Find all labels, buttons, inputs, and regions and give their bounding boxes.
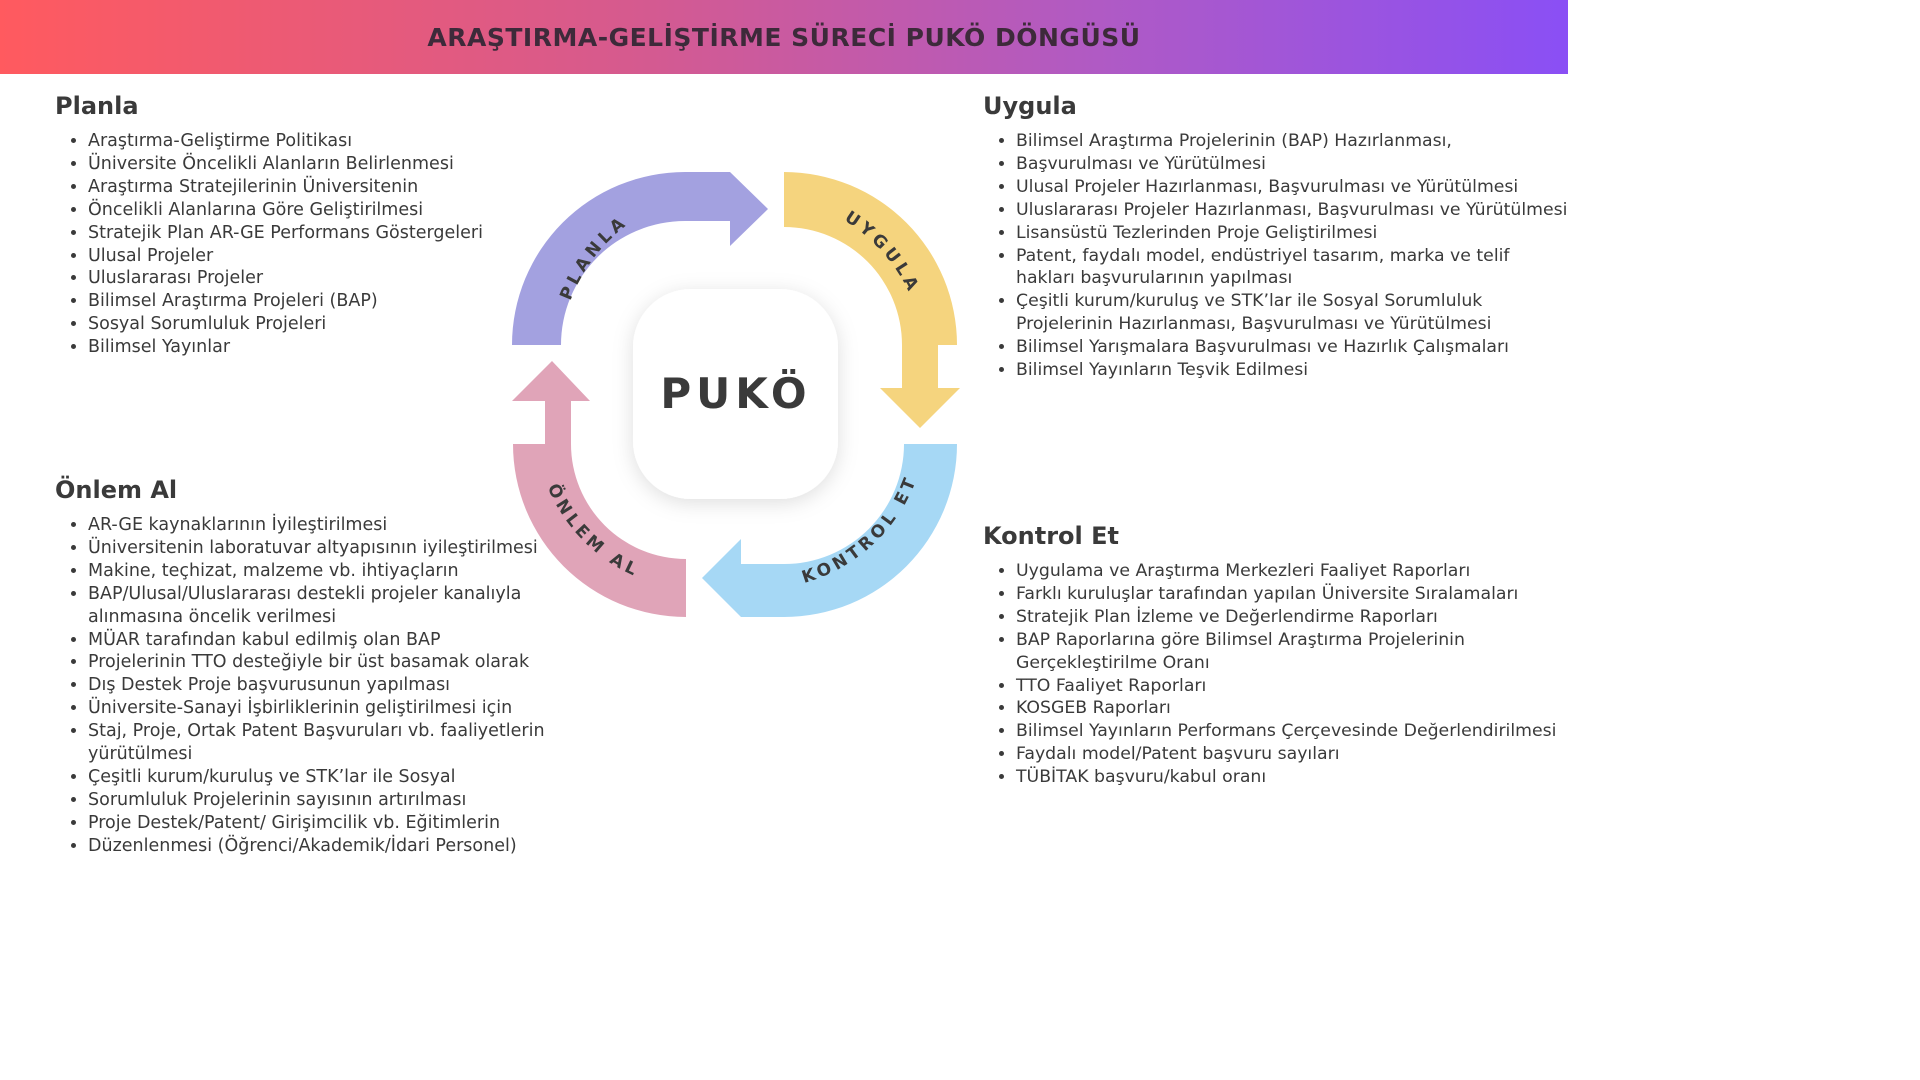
list-item: Stratejik Plan İzleme ve Değerlendirme R…	[1016, 606, 1568, 629]
uygula-section: Uygula Bilimsel Araştırma Projelerinin (…	[983, 92, 1568, 382]
list-item: Ulusal Projeler	[88, 245, 525, 268]
list-item: Araştırma Stratejilerinin Üniversitenin	[88, 176, 525, 199]
list-item: MÜAR tarafından kabul edilmiş olan BAP	[88, 629, 595, 652]
list-item: Farklı kuruluşlar tarafından yapılan Üni…	[1016, 583, 1568, 606]
list-item: Öncelikli Alanlarına Göre Geliştirilmesi	[88, 199, 525, 222]
list-item: Çeşitli kurum/kuruluş ve STK’lar ile Sos…	[88, 766, 595, 789]
list-item: Proje Destek/Patent/ Girişimcilik vb. Eğ…	[88, 812, 595, 835]
list-item: Stratejik Plan AR-GE Performans Gösterge…	[88, 222, 525, 245]
list-item: BAP Raporlarına göre Bilimsel Araştırma …	[1016, 629, 1568, 675]
list-item: Sosyal Sorumluluk Projeleri	[88, 313, 525, 336]
planla-heading: Planla	[55, 92, 139, 120]
kontrol-et-arrow	[702, 444, 957, 617]
list-item: BAP/Ulusal/Uluslararası destekli projele…	[88, 583, 595, 629]
page-title: ARAŞTIRMA-GELİŞTİRME SÜRECİ PUKÖ DÖNGÜSÜ	[427, 22, 1141, 52]
list-item: Başvurulması ve Yürütülmesi	[1016, 153, 1568, 176]
list-item: Dış Destek Proje başvurusunun yapılması	[88, 674, 595, 697]
uygula-heading: Uygula	[983, 92, 1077, 120]
list-item: Makine, teçhizat, malzeme vb. ihtiyaçlar…	[88, 560, 595, 583]
list-item: Ulusal Projeler Hazırlanması, Başvurulma…	[1016, 176, 1568, 199]
title-banner: ARAŞTIRMA-GELİŞTİRME SÜRECİ PUKÖ DÖNGÜSÜ	[0, 0, 1568, 74]
list-item: Üniversite Öncelikli Alanların Belirlenm…	[88, 153, 525, 176]
list-item: Bilimsel Yayınlar	[88, 336, 525, 359]
list-item: Üniversitenin laboratuvar altyapısının i…	[88, 537, 595, 560]
list-item: Sorumluluk Projelerinin sayısının artırı…	[88, 789, 595, 812]
list-item: Çeşitli kurum/kuruluş ve STK’lar ile Sos…	[1016, 290, 1568, 336]
center-label: PUKÖ	[660, 368, 811, 418]
list-item: KOSGEB Raporları	[1016, 697, 1568, 720]
puko-cycle-diagram: PLANLA UYGULA KONTROL ET ÖNLEM AL PUKÖ	[512, 172, 960, 617]
list-item: Faydalı model/Patent başvuru sayıları	[1016, 743, 1568, 766]
list-item: Uluslararası Projeler	[88, 267, 525, 290]
planla-list: Araştırma-Geliştirme PolitikasıÜniversit…	[55, 130, 525, 359]
list-item: AR-GE kaynaklarının İyileştirilmesi	[88, 514, 595, 537]
uygula-arrow	[784, 172, 960, 428]
list-item: Düzenlenmesi (Öğrenci/Akademik/İdari Per…	[88, 835, 595, 858]
list-item: Uluslararası Projeler Hazırlanması, Başv…	[1016, 199, 1568, 222]
onlem-al-arrow	[512, 361, 686, 617]
kontrol-et-list: Uygulama ve Araştırma Merkezleri Faaliye…	[983, 560, 1568, 789]
list-item: Üniversite-Sanayi İşbirliklerinin gelişt…	[88, 697, 595, 720]
list-item: Uygulama ve Araştırma Merkezleri Faaliye…	[1016, 560, 1568, 583]
planla-section: Planla Araştırma-Geliştirme PolitikasıÜn…	[55, 92, 525, 359]
list-item: Bilimsel Yayınların Performans Çerçevesi…	[1016, 720, 1568, 743]
uygula-list: Bilimsel Araştırma Projelerinin (BAP) Ha…	[983, 130, 1568, 382]
list-item: Bilimsel Araştırma Projelerinin (BAP) Ha…	[1016, 130, 1568, 153]
list-item: Araştırma-Geliştirme Politikası	[88, 130, 525, 153]
onlem-al-section: Önlem Al AR-GE kaynaklarının İyileştiril…	[55, 476, 595, 858]
list-item: Bilimsel Yayınların Teşvik Edilmesi	[1016, 359, 1568, 382]
list-item: Lisansüstü Tezlerinden Proje Geliştirilm…	[1016, 222, 1568, 245]
list-item: Patent, faydalı model, endüstriyel tasar…	[1016, 245, 1568, 291]
list-item: TTO Faaliyet Raporları	[1016, 675, 1568, 698]
list-item: TÜBİTAK başvuru/kabul oranı	[1016, 766, 1568, 789]
onlem-al-heading: Önlem Al	[55, 476, 178, 504]
planla-arrow	[512, 172, 768, 345]
onlem-al-list: AR-GE kaynaklarının İyileştirilmesiÜnive…	[55, 514, 595, 858]
list-item: Projelerinin TTO desteğiyle bir üst basa…	[88, 651, 595, 674]
kontrol-et-section: Kontrol Et Uygulama ve Araştırma Merkezl…	[983, 522, 1568, 789]
center-card	[633, 289, 838, 499]
kontrol-et-heading: Kontrol Et	[983, 522, 1119, 550]
list-item: Bilimsel Araştırma Projeleri (BAP)	[88, 290, 525, 313]
list-item: Bilimsel Yarışmalara Başvurulması ve Haz…	[1016, 336, 1568, 359]
list-item: Staj, Proje, Ortak Patent Başvuruları vb…	[88, 720, 595, 766]
